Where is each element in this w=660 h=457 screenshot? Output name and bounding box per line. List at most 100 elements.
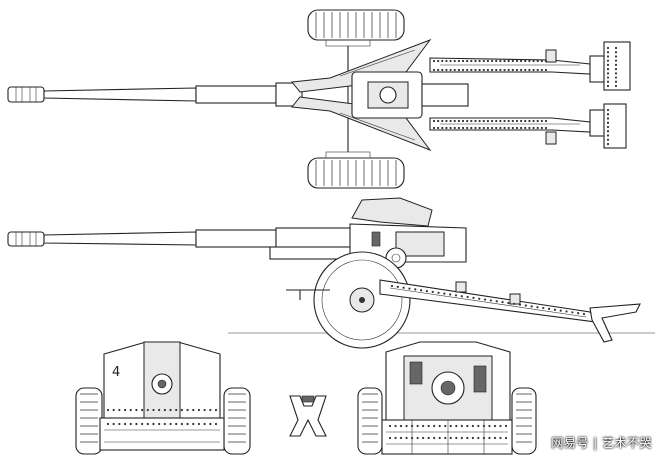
- rivet: [499, 68, 502, 72]
- rivet: [457, 119, 460, 123]
- rivet: [432, 126, 436, 130]
- rivet: [495, 59, 498, 63]
- rivet: [614, 80, 618, 83]
- rivet: [163, 408, 166, 412]
- rivet: [175, 422, 178, 426]
- rivet: [474, 119, 477, 123]
- top-view-breech: [351, 71, 469, 119]
- side-view-muzzle-brake: [7, 231, 45, 247]
- rivet: [495, 68, 498, 72]
- rivet: [441, 68, 444, 72]
- rivet: [444, 424, 447, 428]
- rivet: [478, 126, 481, 130]
- rivet: [528, 119, 531, 123]
- rivet: [192, 422, 195, 426]
- rivet: [606, 121, 610, 124]
- rivet: [466, 68, 469, 72]
- rivet: [524, 68, 527, 72]
- rivet: [461, 68, 465, 72]
- rivet: [518, 303, 522, 306]
- side-view-barrel: [43, 227, 355, 260]
- rivet: [528, 68, 531, 72]
- rivet: [416, 424, 419, 428]
- rivet: [449, 424, 452, 428]
- rivet: [437, 59, 440, 63]
- rivet: [394, 436, 397, 440]
- rivet: [503, 119, 506, 123]
- rivet: [606, 72, 610, 75]
- rivet: [438, 424, 441, 428]
- front-view-number: 4: [112, 365, 120, 380]
- rivet: [499, 126, 502, 130]
- rivet: [422, 436, 425, 440]
- rivet: [606, 68, 610, 71]
- rivet: [493, 424, 497, 428]
- rivet: [524, 59, 527, 63]
- rivet: [532, 68, 535, 72]
- rivet: [175, 408, 178, 412]
- rivet: [432, 119, 436, 123]
- rivet: [449, 68, 452, 72]
- rivet: [414, 288, 417, 291]
- rivet: [606, 46, 610, 50]
- rivet: [536, 119, 539, 123]
- rivet: [490, 126, 494, 130]
- rivet: [169, 408, 172, 412]
- side-view-shield: [349, 197, 467, 269]
- rivet: [489, 299, 493, 302]
- watermark: 网易号 | 艺术不哭: [551, 436, 652, 450]
- rivet: [504, 436, 508, 440]
- rivet: [486, 119, 490, 123]
- top-view-lower-wheel: [307, 151, 405, 189]
- rivet: [606, 108, 610, 112]
- rivet: [129, 408, 132, 412]
- rivet: [158, 422, 161, 426]
- rivet: [571, 311, 574, 314]
- rivet: [482, 68, 485, 72]
- front-view-chassis: [99, 417, 225, 451]
- top-view-barrel: [43, 82, 303, 107]
- rivet: [482, 436, 486, 440]
- rivet: [474, 68, 477, 72]
- rivet: [482, 126, 485, 130]
- rivet: [486, 126, 490, 130]
- rivet: [432, 59, 436, 63]
- rivet: [453, 68, 456, 72]
- rivet: [606, 55, 610, 58]
- rivet: [606, 63, 610, 66]
- rivet: [402, 286, 405, 289]
- rivet: [466, 119, 469, 123]
- rivet: [614, 84, 618, 88]
- rivet: [520, 59, 523, 63]
- rivet: [460, 295, 463, 298]
- rivet: [482, 424, 486, 428]
- rivet: [112, 408, 115, 412]
- rivet: [433, 436, 436, 440]
- rivet: [511, 59, 514, 63]
- rivet: [445, 126, 448, 130]
- rivet: [606, 59, 610, 62]
- rivet: [495, 300, 498, 303]
- rivet: [123, 408, 127, 412]
- rear-view-left-wheel: [357, 387, 383, 455]
- rivet: [146, 422, 149, 426]
- rivet: [511, 126, 514, 130]
- rivet: [499, 119, 502, 123]
- rivet: [606, 125, 610, 129]
- rivet: [499, 436, 502, 440]
- rivet: [540, 126, 543, 130]
- rivet: [445, 68, 448, 72]
- rivet: [118, 422, 121, 426]
- rivet: [427, 436, 430, 440]
- rivet: [437, 119, 440, 123]
- rivet: [431, 290, 434, 294]
- rivet: [582, 312, 586, 316]
- rivet: [438, 436, 441, 440]
- rivet: [540, 119, 543, 123]
- rivet: [390, 284, 394, 288]
- rivet: [135, 408, 138, 412]
- rivet: [135, 422, 138, 426]
- rivet: [441, 59, 444, 63]
- rivet: [460, 436, 463, 440]
- rivet: [158, 408, 161, 412]
